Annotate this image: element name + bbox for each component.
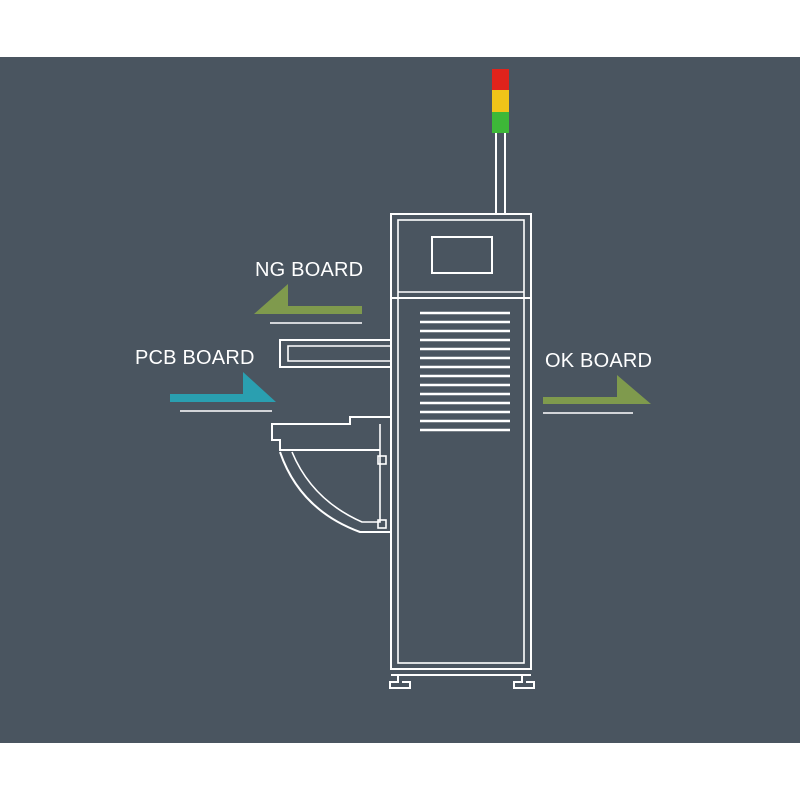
diagram-background (0, 57, 800, 743)
right-foot (513, 675, 535, 689)
cabinet-outline (390, 213, 532, 670)
control-screen (431, 236, 493, 274)
vent-grille (420, 311, 510, 432)
machine-body (389, 213, 535, 689)
pcb-board-arrow-icon (170, 372, 276, 412)
signal-light-yellow (492, 90, 509, 112)
ng-conveyor (279, 339, 391, 368)
ng-board-arrow-icon (254, 284, 362, 324)
signal-tower (492, 69, 509, 215)
ok-board-label: OK BOARD (545, 350, 652, 372)
pcb-board-label: PCB BOARD (135, 347, 255, 369)
ng-board-label: NG BOARD (255, 259, 363, 281)
signal-light-green (492, 112, 509, 133)
left-foot (389, 675, 411, 689)
tower-pole (495, 131, 506, 215)
signal-light-red (492, 69, 509, 90)
ok-board-arrow-icon (543, 375, 651, 414)
cabinet-inner-outline (397, 219, 525, 664)
lower-conveyor-bin (271, 416, 391, 533)
